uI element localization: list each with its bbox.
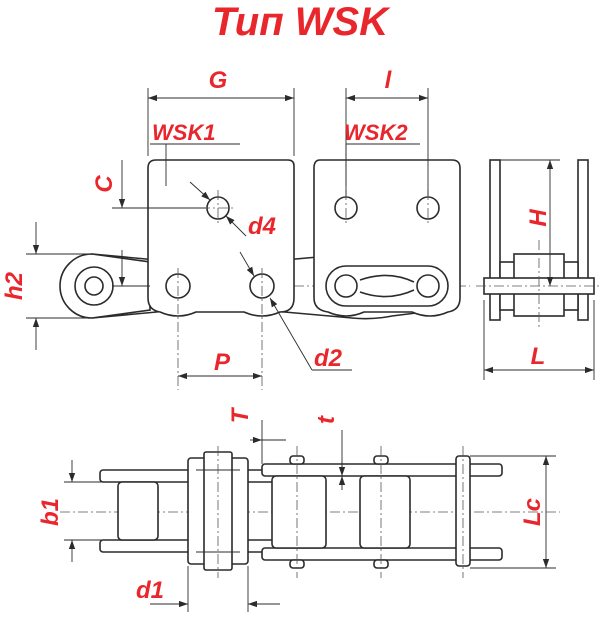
- label-t-lower: t: [313, 415, 340, 424]
- front-view: [59, 159, 470, 390]
- label-h: H: [525, 209, 552, 227]
- label-wsk1: WSK1: [152, 120, 216, 145]
- top-view: [60, 446, 560, 578]
- side-plate-right: [577, 159, 589, 321]
- side-dimensions: [483, 159, 595, 380]
- label-g: G: [209, 67, 228, 94]
- side-view: [476, 159, 600, 330]
- side-plate-left: [489, 159, 501, 321]
- roller-2: [271, 475, 327, 549]
- label-t-upper: T: [227, 406, 254, 423]
- label-d2: d2: [314, 345, 343, 372]
- roller-1: [117, 481, 159, 541]
- top-dimensions: [64, 420, 556, 612]
- connecting-pin-right: [416, 274, 440, 298]
- label-l: l: [385, 67, 393, 94]
- label-p: P: [214, 349, 231, 376]
- label-b1: b1: [37, 498, 64, 526]
- connecting-link: [325, 265, 449, 307]
- end-pin: [84, 276, 104, 296]
- label-d4: d4: [248, 213, 276, 240]
- label-c: C: [91, 175, 118, 193]
- connecting-pin-left: [334, 274, 358, 298]
- roller-3: [359, 475, 411, 549]
- spring-clip: [359, 274, 415, 298]
- front-dimensions: [26, 88, 429, 380]
- label-lc: Lc: [519, 498, 546, 526]
- diagram-title: Тип WSK: [211, 0, 389, 44]
- label-wsk2: WSK2: [344, 120, 408, 145]
- label-h2: h2: [1, 271, 28, 300]
- dimension-labels: G l WSK1 WSK2 C d4 h2 H P d2 L T t b1 Lc…: [1, 67, 552, 604]
- label-d1: d1: [136, 577, 164, 604]
- label-l-side: L: [531, 343, 546, 370]
